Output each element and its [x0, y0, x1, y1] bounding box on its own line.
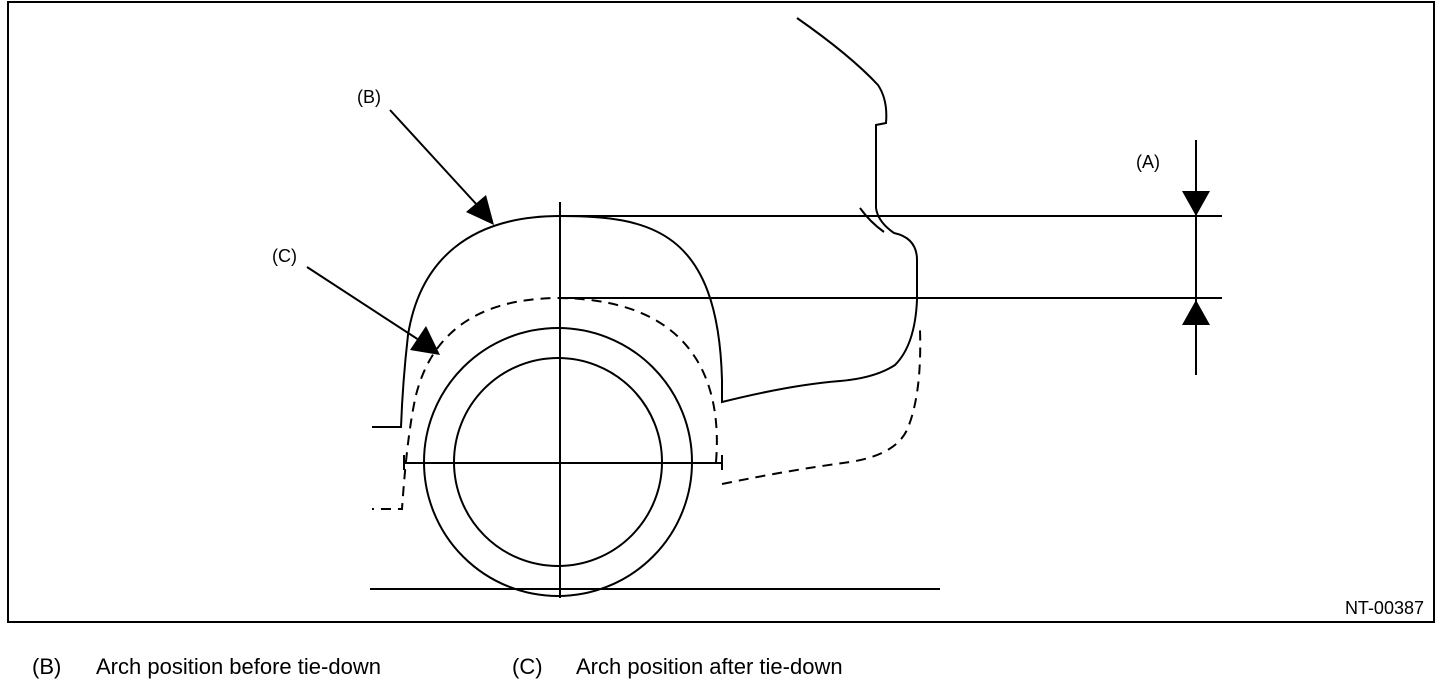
arch-after-tie-down — [372, 296, 718, 510]
legend-text-b: Arch position before tie-down — [96, 654, 381, 679]
arch-before-tie-down — [372, 214, 723, 428]
leader-c-arrowhead — [410, 326, 440, 355]
dimension-a-arrow-down — [1182, 191, 1210, 216]
label-c: (C) — [272, 246, 297, 266]
body-crease-line — [859, 207, 885, 233]
legend-key-c: (C) — [512, 654, 543, 679]
body-outline-dashed — [721, 329, 922, 485]
legend-item-c: (C) Arch position after tie-down — [512, 654, 843, 680]
figure-id: NT-00387 — [1345, 598, 1424, 618]
leader-b-arrowhead — [466, 195, 494, 225]
leader-b-line — [389, 109, 479, 207]
legend-item-b: (B) Arch position before tie-down — [32, 654, 381, 680]
dimension-a-arrow-up — [1182, 300, 1210, 325]
diagram-border — [7, 1, 1435, 623]
body-outline-solid — [721, 17, 918, 404]
leader-c-line — [306, 266, 423, 343]
label-a: (A) — [1136, 152, 1160, 172]
legend-key-b: (B) — [32, 654, 62, 679]
legend-text-c: Arch position after tie-down — [576, 654, 843, 679]
vehicle-arch-diagram: (B) (C) (A) NT-00387 — [7, 1, 1435, 623]
label-b: (B) — [357, 87, 381, 107]
